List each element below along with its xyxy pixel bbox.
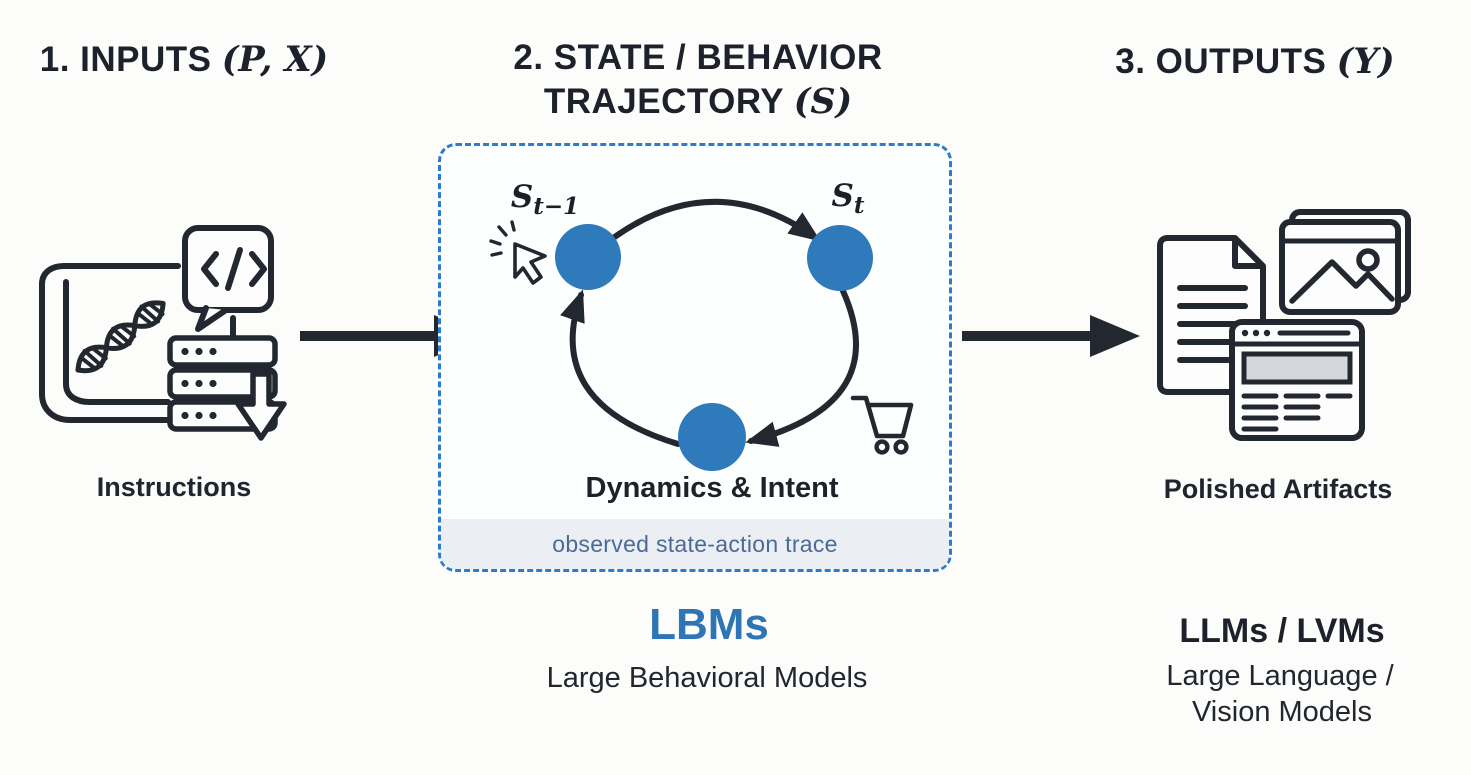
trajectory-heading-line2: TRAJECTORY (S) — [543, 80, 853, 122]
dna-helix-icon — [75, 300, 166, 374]
state-node-current — [807, 225, 873, 291]
lbm-abbr: LBMs — [649, 600, 769, 649]
shopping-cart-icon — [850, 395, 914, 455]
state-node-prev — [555, 224, 621, 290]
inputs-heading-math: (P, X) — [221, 39, 329, 80]
cycle-arcs — [560, 199, 859, 447]
state-label-prev: St−1 — [510, 179, 580, 221]
code-chat-bubble-icon — [182, 225, 274, 332]
llm-full-name-line1: Large Language / — [1166, 660, 1394, 692]
llm-full-name-line2: Vision Models — [1191, 696, 1373, 728]
browser-window-icon — [1229, 319, 1365, 441]
lbm-full-name: Large Behavioral Models — [546, 662, 868, 694]
llm-abbr: LLMs / LVMs — [1179, 612, 1385, 650]
inputs-heading-label: 1. INPUTS — [39, 40, 212, 79]
flow-arrow-2 — [962, 315, 1140, 357]
trajectory-heading-math: (S) — [793, 80, 853, 122]
inputs-caption: Instructions — [96, 472, 252, 502]
inputs-heading: 1. INPUTS (P, X) — [40, 38, 328, 82]
outputs-heading: 3. OUTPUTS (Y) — [1115, 40, 1394, 84]
state-label-current: St — [831, 178, 865, 220]
observed-trace-banner: observed state-action trace — [441, 519, 949, 569]
outputs-caption: Polished Artifacts — [1163, 474, 1393, 504]
trajectory-heading: 2. STATE / BEHAVIOR TRAJECTORY (S) — [513, 36, 882, 124]
state-cycle — [489, 199, 914, 471]
inputs-icon-cluster — [39, 225, 287, 441]
outputs-heading-math: (Y) — [1336, 41, 1395, 82]
photo-stack-icon — [1279, 209, 1411, 315]
cycle-caption: Dynamics & Intent — [585, 472, 839, 504]
observed-trace-banner-text: observed state-action trace — [552, 530, 838, 557]
trajectory-box: St−1 St Dynamics & Intent observed state… — [438, 143, 952, 572]
state-node-bottom — [678, 403, 746, 471]
cursor-click-icon — [489, 220, 547, 285]
outputs-icon-cluster — [1157, 209, 1411, 441]
scroll-icon — [39, 263, 181, 423]
trajectory-heading-line1: 2. STATE / BEHAVIOR — [513, 38, 883, 77]
download-arrow-icon — [235, 371, 287, 441]
outputs-heading-label: 3. OUTPUTS — [1115, 42, 1327, 81]
